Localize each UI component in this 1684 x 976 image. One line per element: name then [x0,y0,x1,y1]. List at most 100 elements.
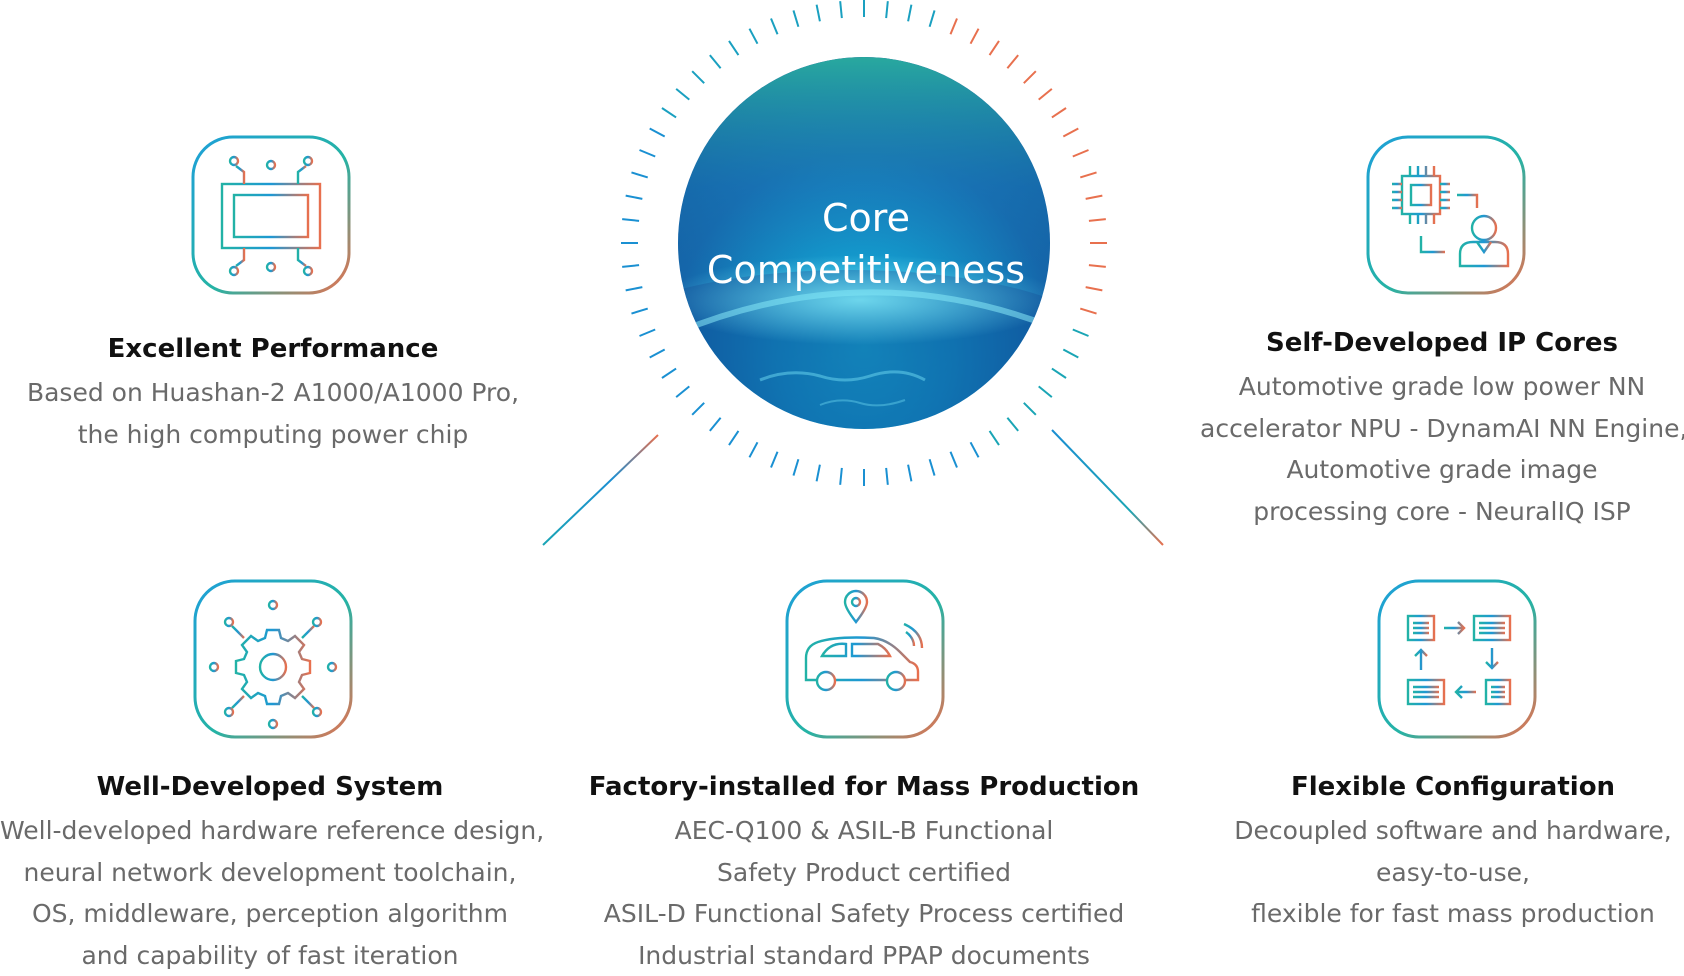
tick-ring [621,0,1107,486]
tick-mark [675,385,690,398]
tick-mark [907,4,913,22]
tick-mark [631,307,649,315]
core-title-line1: Core [822,196,910,240]
core-title-line2: Competitiveness [706,248,1026,292]
tick-mark [1079,171,1097,179]
tick-mark [639,149,656,158]
tick-mark [928,10,936,28]
tick-mark [1006,417,1019,432]
feature-line: Well-developed hardware reference design… [0,816,545,845]
tick-mark [1079,307,1097,315]
tick-mark [949,451,958,468]
tick-mark [748,28,759,45]
tick-mark [675,88,690,101]
connector-bottom-left [542,434,659,546]
tick-mark [709,417,722,432]
feature-line: Industrial standard PPAP documents [638,940,1090,970]
feature-description: Based on Huashan-2 A1000/A1000 Pro, the … [20,372,526,455]
tick-mark [1088,218,1106,222]
tick-mark [770,451,779,468]
tick-mark [649,127,666,138]
feature-excellent-performance: Excellent Performance Based on Huashan-2… [20,332,526,455]
tick-mark [728,40,740,56]
tick-mark [1023,402,1037,416]
feature-title: Self-Developed IP Cores [1265,328,1619,358]
workflow-cycle-icon [1377,579,1537,739]
feature-title: Excellent Performance [107,334,439,364]
tick-mark [949,18,958,35]
tick-mark [748,441,759,458]
feature-title: Flexible Configuration [1290,772,1616,802]
tick-mark [839,467,843,485]
feature-line: Automotive grade low power NN [1238,372,1646,401]
tick-mark [815,4,821,22]
tick-mark [661,107,677,119]
tick-mark [709,54,722,69]
tick-mark [1006,54,1019,69]
tick-mark [691,70,705,84]
tick-mark [969,441,980,458]
connector-bottom-right [1051,429,1164,546]
feature-line: and capability of fast iteration [81,940,459,970]
tick-mark [1088,264,1106,268]
tick-mark [1051,367,1067,379]
tick-mark [622,264,640,268]
feature-line: the high computing power chip [77,419,469,449]
feature-line: Decoupled software and hardware, [1234,816,1672,845]
feature-line: Automotive grade image [1286,455,1598,484]
feature-description: Automotive grade low power NN accelerato… [1200,366,1684,532]
tick-mark [728,430,740,446]
feature-line: accelerator NPU - DynamAI NN Engine, [1200,413,1684,443]
feature-flexible-configuration: Flexible Configuration Decoupled softwar… [1222,770,1684,935]
tick-mark [661,367,677,379]
tick-mark [691,402,705,416]
tick-mark [988,40,1000,56]
processor-engineer-icon [1366,135,1526,295]
feature-line: OS, middleware, perception algorithm [31,899,509,928]
tick-mark [969,28,980,45]
feature-line: neural network development toolchain, [23,857,517,887]
tick-mark [1023,70,1037,84]
tick-mark [792,10,800,28]
tick-mark [885,1,889,19]
tick-mark [1038,385,1053,398]
tick-mark [1072,149,1089,158]
feature-description: AEC-Q100 & ASIL-B Functional Safety Prod… [584,810,1144,976]
connector-lines [446,245,1288,563]
feature-well-developed-system: Well-Developed System Well-developed har… [0,770,545,976]
tick-mark [770,18,779,35]
tick-mark [1062,127,1079,138]
feature-title: Factory-installed for Mass Production [588,772,1140,802]
tick-mark [1085,286,1103,292]
feature-line: processing core - NeuralIQ ISP [1253,496,1631,526]
feature-title: Well-Developed System [96,772,444,802]
feature-line: Safety Product certified [717,857,1011,887]
feature-description: Decoupled software and hardware, easy-to… [1222,810,1684,935]
tick-mark [1038,88,1053,101]
feature-description: Well-developed hardware reference design… [0,810,545,976]
gear-network-icon [193,579,353,739]
feature-line: flexible for fast mass production [1251,899,1655,928]
tick-mark [792,458,800,476]
tick-mark [625,194,643,200]
tick-mark [625,286,643,292]
tick-mark [1051,107,1067,119]
tick-mark [839,1,843,19]
tick-mark [1072,328,1089,337]
tick-mark [1085,194,1103,200]
chip-icon [191,135,351,295]
tick-mark [815,464,821,482]
tick-mark [639,328,656,337]
tick-mark [649,348,666,359]
tick-mark [622,218,640,222]
feature-line: AEC-Q100 & ASIL-B Functional [674,816,1054,845]
feature-self-developed-ip: Self-Developed IP Cores Automotive grade… [1200,326,1684,532]
tick-mark [988,430,1000,446]
feature-mass-production: Factory-installed for Mass Production AE… [584,770,1144,976]
core-title: Core Competitiveness [676,192,1056,296]
tick-mark [907,464,913,482]
connected-car-icon [785,579,945,739]
tick-mark [1062,348,1079,359]
feature-line: ASIL-D Functional Safety Process certifi… [603,899,1125,928]
